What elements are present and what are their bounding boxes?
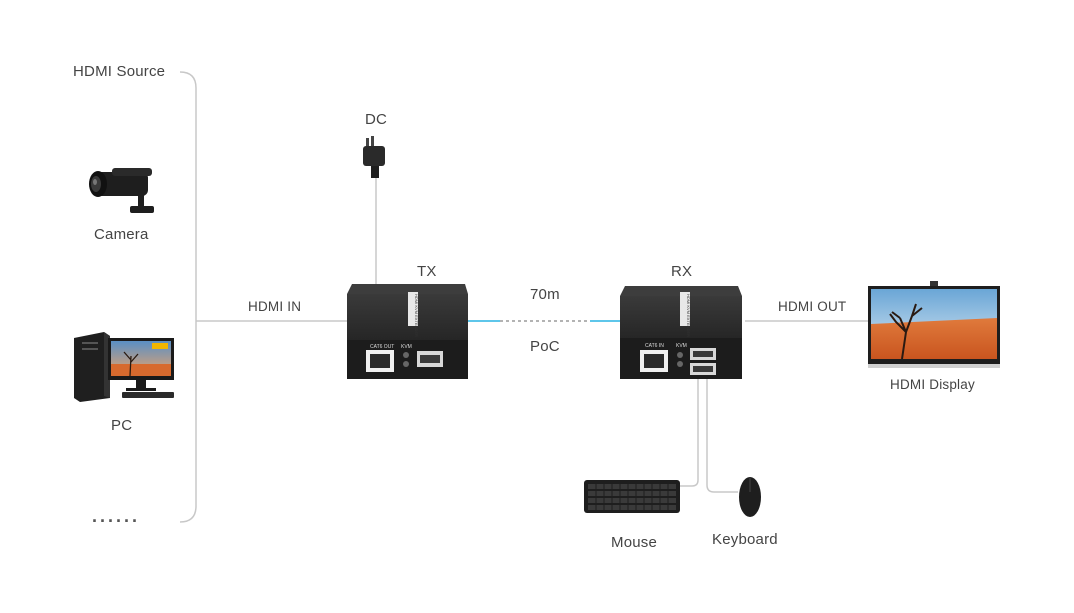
tv-display-icon (868, 281, 1000, 368)
pc-label: PC (111, 417, 133, 434)
camera-label: Camera (94, 226, 149, 243)
tx-port-left-label: CAT6 OUT (370, 344, 394, 350)
rx-label: RX (671, 263, 693, 280)
hdmi-source-label: HDMI Source (73, 63, 166, 80)
power-adapter-icon (363, 136, 385, 178)
mouse-icon (739, 477, 761, 517)
rx-port-right-label: KVM (676, 343, 687, 349)
dc-label: DC (365, 111, 388, 128)
source-bracket (179, 71, 197, 523)
tx-device-icon (347, 284, 468, 379)
tx-side-label: HDMI KVM EXTENDER (414, 294, 419, 337)
camera-icon (89, 168, 154, 213)
hdmi-display-label: HDMI Display (890, 377, 975, 392)
hdmi-in-label: HDMI IN (248, 299, 302, 314)
usb-line-mouse (706, 377, 738, 493)
rx-port-left-label: CAT6 IN (645, 343, 664, 349)
hdmi-out-label: HDMI OUT (778, 299, 847, 314)
rx-side-label: HDMI KVM EXTENDER (686, 294, 691, 337)
poc-label: PoC (530, 338, 560, 355)
rx-device-icon (620, 286, 742, 379)
tx-port-right-label: KVM (401, 344, 412, 350)
tx-label: TX (417, 263, 437, 280)
keyboard-icon (584, 480, 680, 513)
distance-label: 70m (530, 286, 560, 303)
desktop-pc-icon (74, 332, 174, 402)
mouse-label: Mouse (611, 534, 658, 551)
more-sources-ellipsis: ...... (92, 506, 141, 526)
usb-line-keyboard (680, 377, 699, 487)
keyboard-label: Keyboard (712, 531, 778, 548)
